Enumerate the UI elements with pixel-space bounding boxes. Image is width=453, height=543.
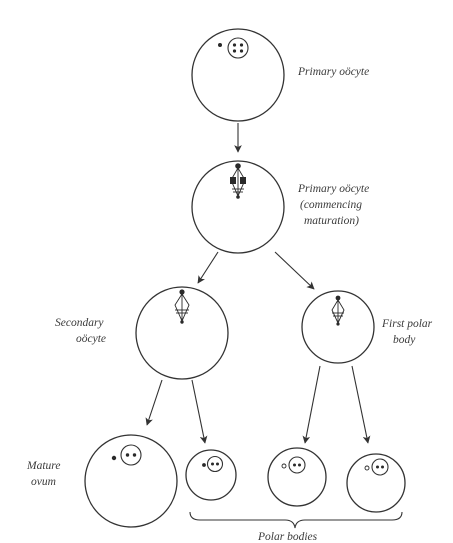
arrow-to-first-polar-body xyxy=(274,251,315,290)
arrow-to-polar-body-1 xyxy=(191,379,208,444)
label-mature-ovum-line1: Mature xyxy=(26,460,60,472)
primary-oocyte-cell xyxy=(191,28,285,122)
maturing-oocyte-cell xyxy=(191,160,285,254)
first-polar-body xyxy=(301,290,375,364)
label-maturing-oocyte-line1: Primary oöcyte xyxy=(297,183,369,195)
polar-body-1 xyxy=(185,449,237,501)
mature-ovum xyxy=(84,434,178,528)
primary-oocyte-nucleus xyxy=(227,37,249,59)
first-polar-body-cell xyxy=(301,290,375,364)
polar-body-1-cell xyxy=(185,449,237,501)
arrow-to-secondary-oocyte xyxy=(197,251,219,284)
secondary-oocyte-cell xyxy=(135,286,229,380)
label-secondary-oocyte-line2: oöcyte xyxy=(76,333,106,345)
polar-body-2 xyxy=(267,447,327,507)
arrow-to-mature-ovum xyxy=(145,379,163,426)
label-mature-ovum-line2: ovum xyxy=(31,476,56,488)
label-maturing-oocyte-line2: (commencing xyxy=(300,199,362,211)
first-meiotic-spindle xyxy=(230,163,246,199)
label-maturing-oocyte-line3: maturation) xyxy=(304,215,359,227)
primary-oocyte-chromosomes xyxy=(232,43,244,53)
label-primary-oocyte: Primary oöcyte xyxy=(297,66,369,78)
polar-bodies-brace xyxy=(189,511,403,529)
polar-body-2-cell xyxy=(267,447,327,507)
polar-body-3 xyxy=(346,453,406,513)
maturing-oocyte xyxy=(191,160,285,254)
arrow-to-polar-body-2 xyxy=(302,365,321,444)
label-polar-bodies: Polar bodies xyxy=(257,531,318,543)
label-secondary-oocyte-line1: Secondary xyxy=(55,317,104,329)
primary-oocyte-centrosome xyxy=(218,43,222,47)
arrow-to-polar-body-3 xyxy=(351,365,371,444)
primary-oocyte xyxy=(191,28,285,122)
mature-ovum-cell xyxy=(84,434,178,528)
polar-body-3-cell xyxy=(346,453,406,513)
polar-body-spindle xyxy=(331,295,345,326)
mature-ovum-nucleus xyxy=(120,444,142,466)
second-meiotic-spindle xyxy=(174,289,190,324)
label-first-polar-body-line1: First polar xyxy=(381,318,433,330)
secondary-oocyte xyxy=(135,286,229,380)
label-first-polar-body-line2: body xyxy=(393,334,416,346)
mature-ovum-centrosome xyxy=(111,455,117,461)
